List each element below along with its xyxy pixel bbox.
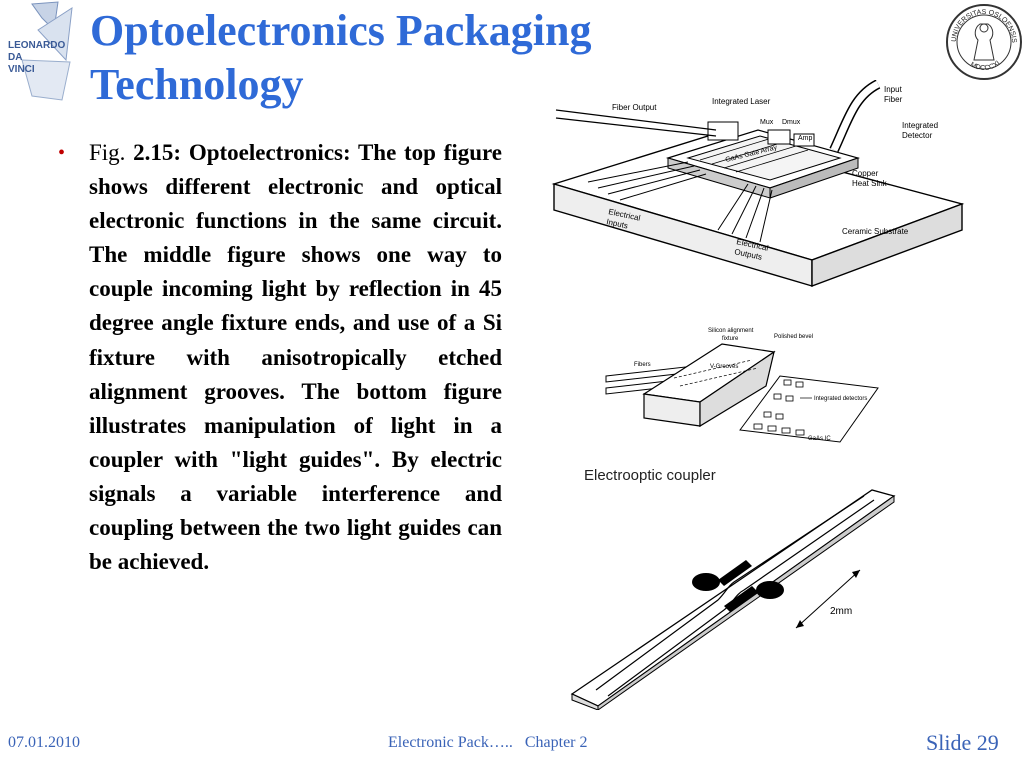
label-silicon-fixture-1: Silicon alignment — [708, 328, 754, 334]
figure-electrooptic-coupler: Electrooptic coupler 2mm — [568, 456, 970, 711]
footer-chapter: Electronic Pack….. Chapter 2 — [388, 734, 588, 751]
figure-optoelectronic-module: Fiber Output Integrated Laser Mux Dmux A… — [548, 79, 968, 316]
university-oslo-seal: UNIVERSITAS OSLOENSIS MDCCCXI — [944, 2, 1024, 82]
title-line-2: Technology — [90, 60, 304, 109]
label-ceramic-substrate: Ceramic Substrate — [842, 227, 909, 236]
body-text: Optoelectronics: The top figure shows di… — [89, 140, 503, 575]
label-integrated-detector-1: Integrated — [902, 121, 938, 130]
coupler-scale-label: 2mm — [830, 606, 852, 617]
label-input-fiber-2: Fiber — [884, 95, 903, 104]
label-integrated-detectors: Integrated detectors — [814, 396, 867, 402]
page-title: Optoelectronics Packaging Technology — [90, 4, 730, 112]
label-gaas-ic: GaAs IC — [808, 436, 831, 442]
oslo-seal-graphic: UNIVERSITAS OSLOENSIS MDCCCXI — [946, 4, 1022, 80]
fig-prefix: Fig. — [89, 140, 126, 165]
logo-text-vinci: VINCI — [8, 64, 35, 75]
slide-label: Slide — [926, 730, 972, 755]
label-integrated-laser: Integrated Laser — [712, 97, 771, 106]
bullet-marker: • — [58, 142, 66, 164]
label-polished-bevel: Polished bevel — [774, 334, 813, 340]
fig-number: 2.15: — [133, 140, 182, 165]
label-copper-1: Copper — [852, 169, 879, 178]
logo-text-da: DA — [8, 52, 22, 63]
leonardo-logo-graphic: LEONARDO DA VINCI — [8, 1, 73, 101]
label-fibers: Fibers — [634, 362, 651, 368]
footer-date: 07.01.2010 — [8, 734, 80, 751]
fixture-diagram: Silicon alignment fixture Polished bevel… — [605, 328, 879, 443]
module-diagram: Fiber Output Integrated Laser Mux Dmux A… — [551, 79, 965, 288]
label-integrated-detector-2: Detector — [902, 131, 933, 140]
label-mux: Mux — [760, 119, 774, 126]
label-electrical-inputs-2: Inputs — [606, 217, 629, 230]
footer-slide-number: Slide 29 — [926, 730, 999, 756]
label-heat-sink-2: Heat Sink — [852, 179, 888, 188]
coupler-title: Electrooptic coupler — [584, 467, 716, 484]
coupler-diagram: Electrooptic coupler 2mm — [570, 467, 896, 711]
body-paragraph: Fig. 2.15: Optoelectronics: The top figu… — [89, 136, 502, 579]
slide-body: • Fig. 2.15: Optoelectronics: The top fi… — [58, 136, 502, 579]
label-v-grooves: V-Grooves — [710, 364, 738, 370]
slide-number: 29 — [976, 730, 999, 755]
label-silicon-fixture-2: fixture — [722, 336, 739, 342]
title-line-1: Optoelectronics Packaging — [90, 6, 592, 55]
figure-silicon-fixture: Silicon alignment fixture Polished bevel… — [604, 322, 884, 444]
label-input-fiber-1: Input — [884, 85, 903, 94]
logo-text-leonardo: LEONARDO — [8, 40, 65, 51]
label-dmux: Dmux — [782, 119, 801, 126]
label-fiber-output: Fiber Output — [612, 103, 657, 112]
label-amp: Amp — [798, 135, 813, 142]
leonardo-da-vinci-logo: LEONARDO DA VINCI — [2, 0, 76, 106]
